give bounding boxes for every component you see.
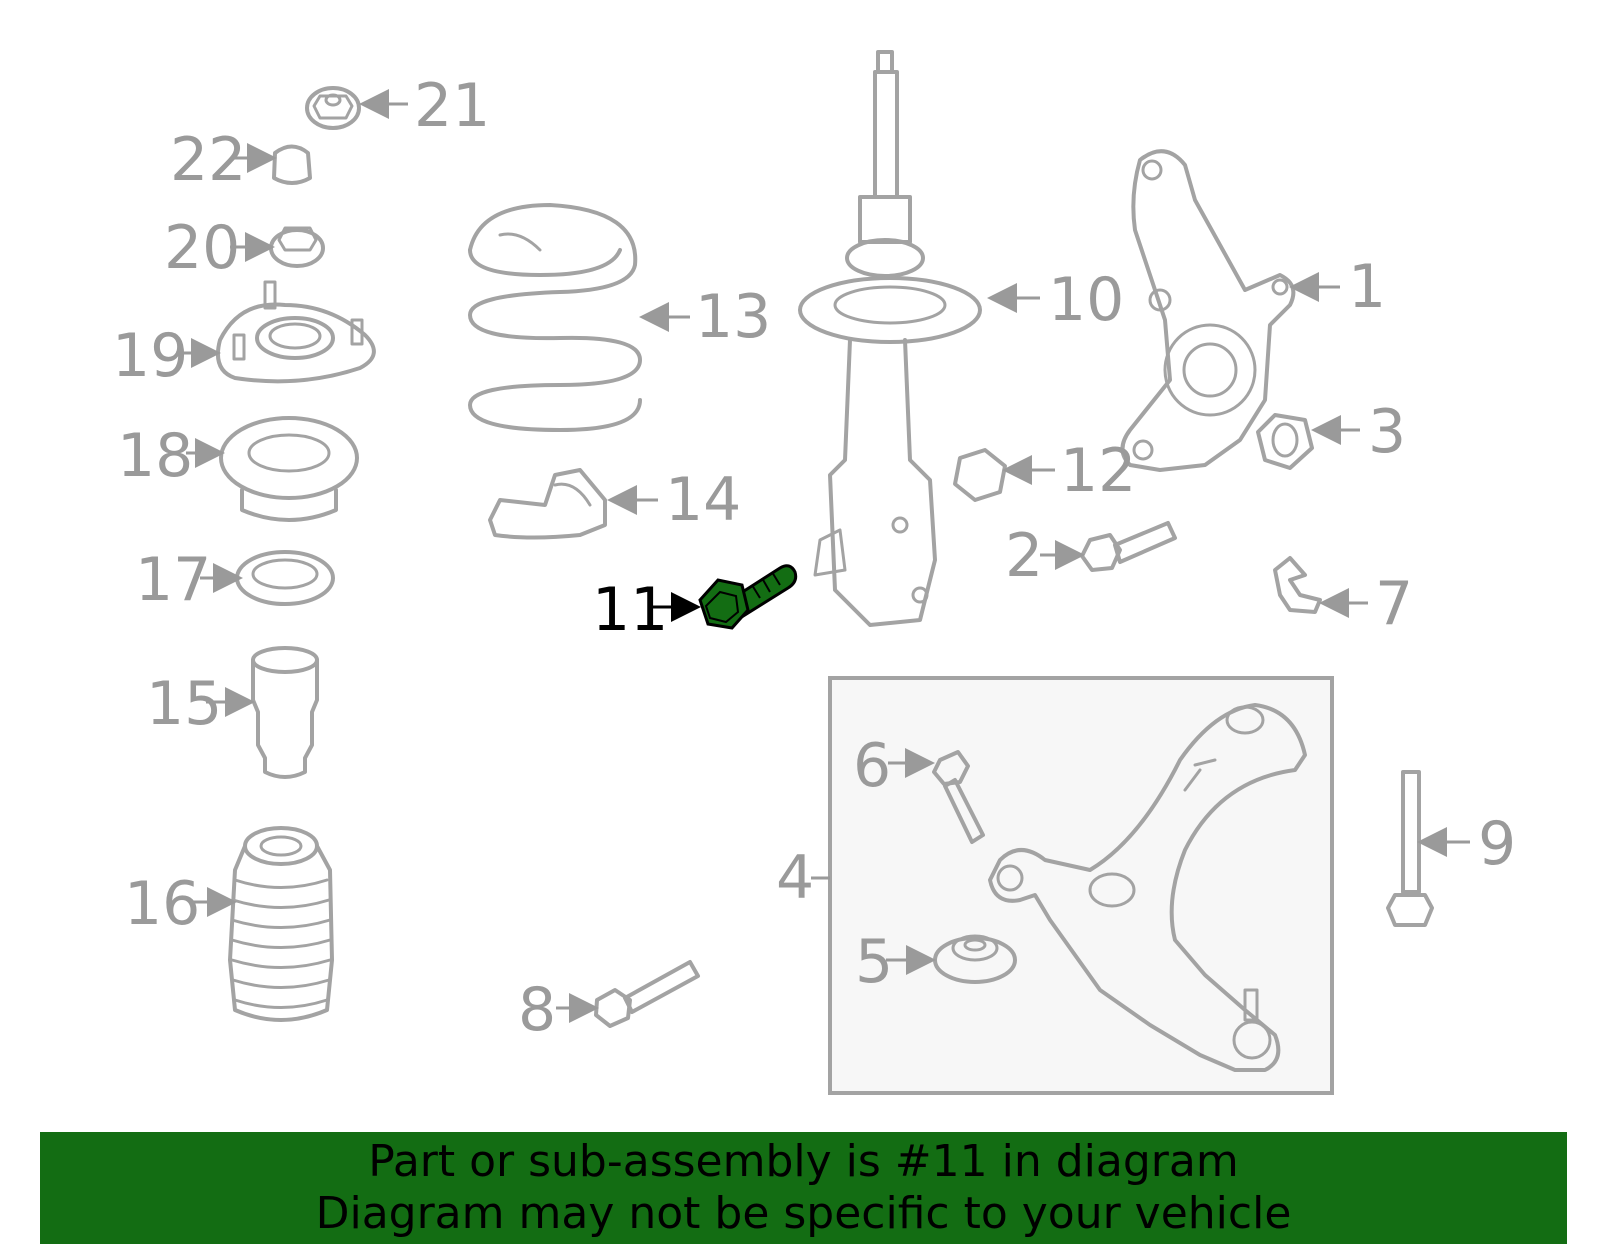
callout-6[interactable]: 6 [853, 731, 935, 801]
part-17-bearing[interactable] [235, 550, 335, 606]
svg-text:5: 5 [855, 927, 893, 997]
banner-line-part-number: Part or sub-assembly is #11 in diagram [368, 1136, 1239, 1187]
callout-17[interactable]: 17 [135, 545, 243, 615]
lower-arm-inset-box [828, 676, 1334, 1095]
svg-text:2: 2 [1005, 521, 1043, 591]
callout-10[interactable]: 10 [987, 265, 1124, 335]
part-8-bolt[interactable] [594, 960, 700, 1028]
part-12-nut[interactable] [953, 448, 1007, 502]
callout-2[interactable]: 2 [1005, 521, 1085, 591]
part-16-dust-boot[interactable] [228, 826, 334, 1022]
svg-text:7: 7 [1375, 569, 1413, 639]
part-21-nut[interactable] [305, 86, 361, 130]
callout-14[interactable]: 14 [607, 465, 741, 535]
part-14-spring-insulator[interactable] [488, 468, 607, 540]
callout-18[interactable]: 18 [117, 421, 225, 491]
svg-text:10: 10 [1048, 265, 1124, 335]
svg-text:16: 16 [124, 869, 200, 939]
svg-text:9: 9 [1478, 809, 1516, 879]
callout-15[interactable]: 15 [146, 669, 255, 739]
info-banner: Part or sub-assembly is #11 in diagram D… [40, 1132, 1567, 1244]
callout-4[interactable]: 4 [776, 843, 830, 913]
part-1-steering-knuckle[interactable] [1120, 149, 1296, 472]
callout-12[interactable]: 12 [1002, 436, 1136, 506]
banner-line-disclaimer: Diagram may not be specific to your vehi… [315, 1188, 1292, 1239]
part-2-bolt[interactable] [1080, 521, 1177, 572]
part-3-nut[interactable] [1256, 413, 1314, 470]
svg-text:3: 3 [1368, 397, 1406, 467]
part-4-lower-control-arm[interactable] [988, 703, 1307, 1072]
callout-19[interactable]: 19 [112, 321, 221, 391]
svg-text:11: 11 [592, 575, 668, 645]
part-20-nut[interactable] [269, 226, 325, 268]
part-10-strut-assembly[interactable] [798, 50, 982, 627]
callout-20[interactable]: 20 [164, 213, 275, 283]
callout-11[interactable]: 11 [592, 575, 701, 645]
svg-text:4: 4 [776, 843, 814, 913]
part-19-strut-mount[interactable] [215, 280, 376, 384]
part-18-spring-seat[interactable] [219, 416, 359, 522]
svg-text:17: 17 [135, 545, 211, 615]
svg-text:14: 14 [665, 465, 741, 535]
part-15-bump-stop[interactable] [251, 646, 319, 779]
callout-8[interactable]: 8 [518, 975, 599, 1045]
svg-text:21: 21 [414, 71, 490, 141]
svg-text:20: 20 [164, 213, 240, 283]
part-11-bolt-highlighted[interactable] [698, 564, 798, 630]
callout-22[interactable]: 22 [170, 125, 277, 195]
svg-text:15: 15 [146, 669, 222, 739]
callouts: 1 2 3 4 5 6 7 8 [112, 71, 1516, 1045]
svg-text:12: 12 [1060, 436, 1136, 506]
svg-text:6: 6 [853, 731, 891, 801]
part-13-coil-spring[interactable] [468, 203, 642, 432]
svg-text:8: 8 [518, 975, 556, 1045]
callout-21[interactable]: 21 [359, 71, 490, 141]
svg-text:1: 1 [1348, 252, 1386, 322]
svg-text:18: 18 [117, 421, 193, 491]
callout-9[interactable]: 9 [1417, 809, 1516, 879]
callout-16[interactable]: 16 [124, 869, 237, 939]
callout-5[interactable]: 5 [855, 927, 936, 997]
svg-text:19: 19 [112, 321, 188, 391]
callout-1[interactable]: 1 [1289, 252, 1386, 322]
part-9-long-bolt[interactable] [1386, 770, 1434, 927]
svg-text:13: 13 [695, 282, 771, 352]
part-7-clip[interactable] [1273, 556, 1322, 614]
svg-text:22: 22 [170, 125, 246, 195]
callout-13[interactable]: 13 [639, 282, 771, 352]
part-22-cap[interactable] [272, 144, 312, 185]
callout-7[interactable]: 7 [1319, 569, 1413, 639]
callout-3[interactable]: 3 [1311, 397, 1406, 467]
